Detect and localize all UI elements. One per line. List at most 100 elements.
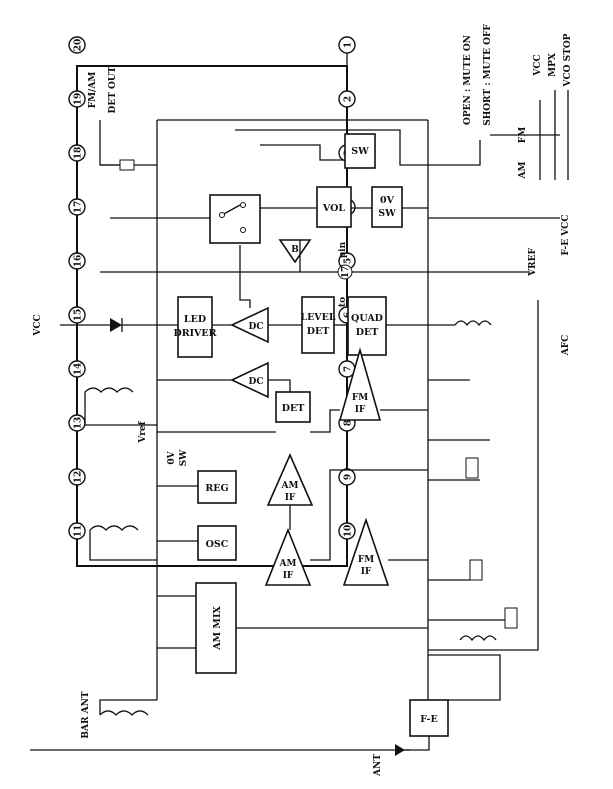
svg-text:DC: DC bbox=[249, 377, 264, 387]
pin-9: 9 bbox=[338, 468, 356, 486]
svg-text:SW: SW bbox=[351, 146, 369, 157]
svg-text:AM: AM bbox=[281, 481, 299, 491]
fm-if-1: FM IF bbox=[338, 347, 382, 421]
pin-19: 19 bbox=[68, 90, 86, 108]
dc-amp-1: DC bbox=[230, 306, 269, 344]
svg-text:0V: 0V bbox=[380, 195, 395, 206]
ov-sw-label-2: SW bbox=[179, 449, 189, 466]
am-if-1: AM IF bbox=[266, 453, 314, 506]
svg-text:DRIVER: DRIVER bbox=[173, 328, 216, 339]
svg-text:17: 17 bbox=[341, 266, 351, 279]
svg-text:LED: LED bbox=[184, 314, 206, 325]
pin-15: 15 bbox=[68, 306, 86, 324]
pin-2: 2 bbox=[338, 90, 356, 108]
det-block: DET bbox=[275, 391, 311, 423]
pin-10: 10 bbox=[338, 522, 356, 540]
svg-text:5: 5 bbox=[344, 258, 354, 264]
fe-block: F-E bbox=[409, 699, 449, 737]
svg-text:DET: DET bbox=[307, 326, 330, 337]
svg-text:20: 20 bbox=[74, 39, 84, 52]
led-driver-block: LED DRIVER bbox=[173, 296, 217, 358]
svg-text:11: 11 bbox=[74, 525, 84, 538]
pin-11: 11 bbox=[68, 522, 86, 540]
pin-14: 14 bbox=[68, 360, 86, 378]
ant-label: ANT bbox=[373, 754, 383, 777]
svg-text:LEVEL: LEVEL bbox=[300, 312, 336, 323]
vcc-left-label: VCC bbox=[33, 314, 43, 336]
fe-vcc-label: F-E VCC bbox=[561, 214, 571, 255]
ov-sw-label-1: 0V bbox=[167, 450, 177, 464]
dc-amp-2: DC bbox=[230, 361, 269, 399]
svg-text:IF: IF bbox=[355, 405, 366, 415]
short-mute-off-label: SHORT : MUTE OFF bbox=[483, 24, 493, 126]
am-if-2: AM IF bbox=[264, 527, 312, 586]
svg-text:12: 12 bbox=[74, 471, 84, 484]
fm-if-2: FM IF bbox=[342, 517, 390, 586]
level-det-block: LEVEL DET bbox=[300, 296, 336, 354]
svg-text:QUAD: QUAD bbox=[351, 313, 383, 324]
svg-text:9: 9 bbox=[344, 474, 354, 480]
mpx-label: MPX bbox=[548, 53, 558, 77]
svg-text:DET: DET bbox=[356, 327, 379, 338]
sw-block: SW bbox=[344, 133, 376, 169]
fm-am-det-out-label-2: DET OUT bbox=[108, 66, 118, 113]
pin-13: 13 bbox=[68, 414, 86, 432]
svg-text:DET: DET bbox=[282, 403, 305, 414]
pin-1: 1 bbox=[338, 36, 356, 54]
vol-block: VOL bbox=[316, 186, 352, 228]
vco-stop-label: VCO STOP bbox=[563, 33, 573, 87]
svg-text:SW: SW bbox=[378, 208, 396, 219]
ov-sw-block: 0V SW bbox=[371, 186, 403, 228]
am-mix-block: AM MIX bbox=[195, 582, 237, 674]
svg-text:IF: IF bbox=[285, 493, 296, 503]
svg-text:FM: FM bbox=[352, 393, 368, 403]
pin-18: 18 bbox=[68, 144, 86, 162]
svg-text:18: 18 bbox=[74, 147, 84, 160]
svg-text:B: B bbox=[291, 245, 299, 255]
to-17-pin-label: to 17 pin bbox=[337, 241, 353, 307]
svg-text:FM: FM bbox=[358, 555, 374, 565]
svg-text:16: 16 bbox=[74, 255, 84, 268]
osc-block: OSC bbox=[197, 525, 237, 561]
am-label: AM bbox=[518, 161, 528, 179]
pins-top-row: 11 12 13 14 15 16 17 18 19 20 bbox=[68, 36, 86, 566]
schematic: SW VOL 0V SW B LED DRIVER bbox=[30, 90, 569, 756]
fm-am-det-out-label: FM/AM bbox=[88, 72, 98, 109]
svg-text:15: 15 bbox=[74, 309, 84, 322]
vcc-top-label: VCC bbox=[533, 54, 543, 76]
buffer-b: B bbox=[278, 239, 312, 264]
svg-text:DC: DC bbox=[249, 322, 264, 332]
open-mute-on-label: OPEN : MUTE ON bbox=[463, 35, 473, 125]
svg-text:VOL: VOL bbox=[322, 203, 345, 214]
svg-text:8: 8 bbox=[344, 420, 354, 426]
pin-17: 17 bbox=[68, 198, 86, 216]
svg-text:F-E: F-E bbox=[420, 714, 438, 725]
vref-left-label: Vref bbox=[138, 420, 148, 443]
afc-label: AFC bbox=[561, 335, 571, 357]
svg-text:13: 13 bbox=[74, 417, 84, 430]
svg-text:to: to bbox=[338, 297, 348, 307]
svg-text:10: 10 bbox=[344, 525, 354, 538]
svg-text:pin: pin bbox=[338, 241, 348, 258]
mode-switch-box bbox=[209, 194, 261, 244]
svg-text:REG: REG bbox=[205, 483, 228, 494]
labels: FM/AM DET OUT OPEN : MUTE ON SHORT : MUT… bbox=[33, 24, 573, 777]
pin-20: 20 bbox=[68, 36, 86, 54]
svg-text:19: 19 bbox=[74, 93, 84, 106]
svg-text:IF: IF bbox=[283, 571, 294, 581]
reg-block: REG bbox=[197, 470, 237, 504]
pin-12: 12 bbox=[68, 468, 86, 486]
fm-label: FM bbox=[518, 127, 528, 143]
quad-det-block: QUAD DET bbox=[347, 296, 387, 356]
svg-text:AM: AM bbox=[279, 559, 297, 569]
svg-text:1: 1 bbox=[344, 42, 354, 48]
svg-text:7: 7 bbox=[344, 366, 354, 372]
svg-text:2: 2 bbox=[344, 96, 354, 102]
svg-text:OSC: OSC bbox=[206, 539, 229, 550]
bar-ant-label: BAR ANT bbox=[81, 691, 91, 738]
pin-16: 16 bbox=[68, 252, 86, 270]
svg-text:17: 17 bbox=[74, 201, 84, 214]
pin-7: 7 bbox=[338, 360, 356, 378]
svg-text:IF: IF bbox=[361, 567, 372, 577]
svg-text:14: 14 bbox=[74, 363, 84, 376]
